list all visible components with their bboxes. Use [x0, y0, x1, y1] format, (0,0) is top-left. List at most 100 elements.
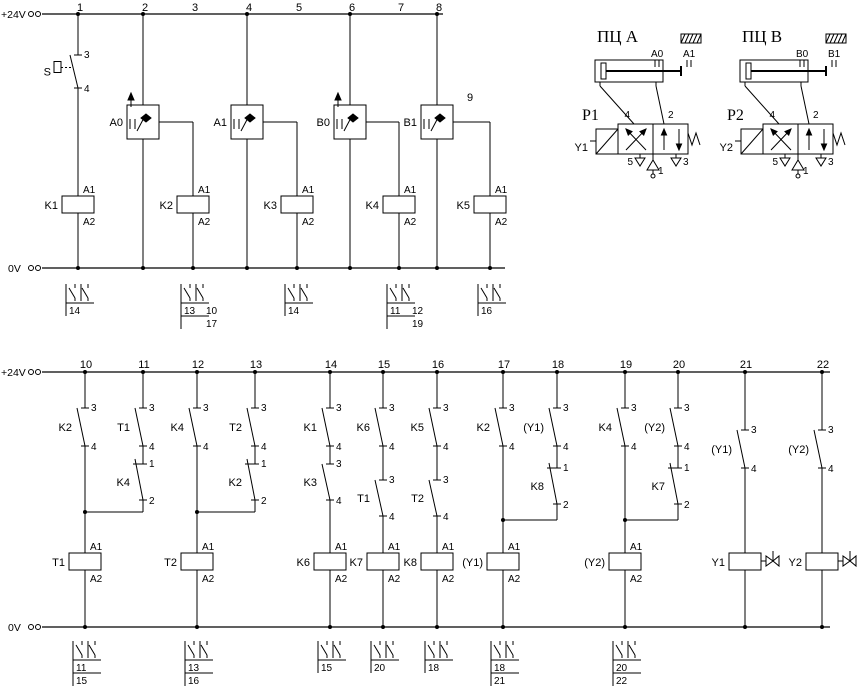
solenoid-label: Y1: [575, 142, 588, 154]
terminal-number: A2: [442, 574, 455, 585]
crossref-number: 19: [412, 319, 424, 330]
contact-S[interactable]: 34S: [44, 50, 90, 95]
contact-crossref: 14: [284, 284, 313, 317]
ruler-hatch: [688, 33, 694, 44]
crossref-number: 17: [206, 319, 218, 330]
coil-label: Y2: [789, 557, 802, 569]
ruler-hatch: [841, 33, 847, 44]
terminal-number: 1: [261, 459, 267, 470]
contact-lever: [428, 479, 438, 517]
sensor-label: B0: [317, 117, 330, 129]
mini-contact: [506, 644, 514, 656]
ruler-hatch: [684, 33, 690, 44]
rung-number: 13: [250, 359, 262, 371]
terminal-number: 3: [91, 403, 97, 414]
contact-(Y1)[interactable]: 34(Y1): [523, 403, 569, 453]
junction-dot: [245, 266, 249, 270]
contact-label: T2: [229, 422, 242, 434]
terminal-number: 1: [149, 459, 155, 470]
arrow-head: [784, 128, 792, 137]
terminal-number: 3: [336, 403, 342, 414]
terminal-number: 3: [684, 403, 690, 414]
terminal-number: A2: [335, 574, 348, 585]
terminal-number: A2: [90, 574, 103, 585]
terminal-number: 3: [443, 475, 449, 486]
terminal-circle: [28, 265, 34, 271]
contact-(Y2)[interactable]: 34(Y2): [644, 403, 690, 453]
terminal-number: A1: [495, 185, 508, 196]
valve-box: [652, 123, 689, 155]
mini-contact: [287, 287, 295, 299]
contact-lever: [321, 407, 331, 447]
contact-label: K7: [652, 481, 665, 493]
coil-Y1[interactable]: Y1: [712, 551, 780, 571]
terminal-number: 4: [336, 496, 342, 507]
terminal-number: 4: [751, 464, 757, 475]
contact-(Y1)[interactable]: 34(Y1): [711, 425, 757, 475]
coil-label: K1: [45, 200, 58, 212]
rail-+24V: +24V: [1, 9, 443, 21]
terminal-number: A1: [404, 185, 417, 196]
contact-crossref: 16: [477, 284, 506, 317]
terminal-number: 3: [389, 475, 395, 486]
arrow-head: [660, 127, 668, 136]
crossref-number: 12: [412, 306, 424, 317]
terminal-number: A2: [302, 217, 315, 228]
ruler-hatch: [692, 33, 698, 44]
contact-label: K4: [599, 422, 612, 434]
ruler-hatch: [696, 33, 702, 44]
sensor-B0[interactable]: B0: [317, 91, 399, 140]
contact-label: K2: [59, 422, 72, 434]
port-number: 2: [813, 110, 819, 121]
ruler-hatch: [825, 33, 831, 44]
crossref-number: 15: [321, 663, 333, 674]
coil-Y2[interactable]: Y2: [789, 551, 857, 571]
rung-number: 6: [349, 2, 355, 14]
junction-dot: [623, 625, 627, 629]
contact-(Y2)[interactable]: 34(Y2): [788, 425, 834, 475]
rung-number: 22: [817, 359, 829, 371]
coil-label: K2: [160, 200, 173, 212]
sensor-A0[interactable]: A0: [110, 91, 193, 140]
mini-contact: [183, 287, 191, 299]
ruler-hatch: [837, 33, 843, 44]
arrow-head: [675, 143, 683, 152]
contact-label: K5: [411, 422, 424, 434]
contact-lever: [813, 429, 823, 469]
crossref-number: 20: [616, 663, 628, 674]
terminal-number: 3: [84, 50, 90, 61]
actuation-arrow-head: [127, 91, 135, 101]
junction-dot: [397, 266, 401, 270]
rung-number: 3: [192, 2, 198, 14]
sensor-label: A0: [110, 117, 123, 129]
